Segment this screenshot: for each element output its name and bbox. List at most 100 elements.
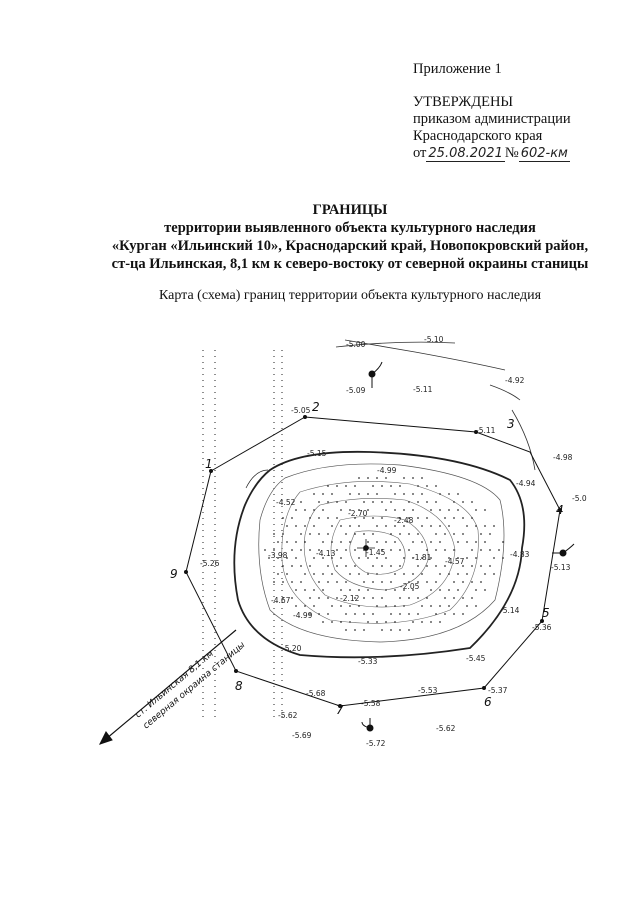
stipple-dot	[291, 565, 293, 567]
stipple-dot	[408, 581, 410, 583]
elevation-labels: -5.00 -5.10 -4.92 -5.09 -5.11 -5.05 -5.1…	[200, 335, 587, 748]
stipple-dot	[313, 589, 315, 591]
stipple-dot	[322, 557, 324, 559]
stipple-dot	[318, 613, 320, 615]
stipple-dot	[444, 533, 446, 535]
elev-label: -5.36	[532, 623, 552, 632]
stipple-dot	[421, 605, 423, 607]
stipple-dot	[421, 525, 423, 527]
stipple-dot	[304, 541, 306, 543]
stipple-dot	[295, 541, 297, 543]
appendix-label: Приложение 1	[413, 61, 502, 77]
stipple-dot	[439, 573, 441, 575]
stipple-dot	[435, 581, 437, 583]
stipple-dot	[403, 509, 405, 511]
stipple-dot	[336, 565, 338, 567]
stipple-dot	[331, 557, 333, 559]
elev-label: -5.72	[366, 739, 386, 748]
title-line-4: ст-ца Ильинская, 8,1 км к северо-востоку…	[111, 256, 589, 272]
stipple-dot	[309, 597, 311, 599]
elev-label: -4.94	[516, 479, 536, 488]
stipple-dot	[273, 533, 275, 535]
stipple-dot	[457, 509, 459, 511]
title-line-2: территории выявленного объекта культурно…	[164, 220, 536, 236]
stipple-dot	[327, 581, 329, 583]
stipple-dot	[358, 605, 360, 607]
stipple-dot	[444, 549, 446, 551]
stipple-dot	[295, 589, 297, 591]
stipple-dot	[345, 549, 347, 551]
stipple-dot	[318, 597, 320, 599]
stipple-dot	[399, 597, 401, 599]
stipple-dot	[403, 557, 405, 559]
stipple-dot	[466, 525, 468, 527]
stipple-dot	[313, 605, 315, 607]
stipple-dot	[345, 533, 347, 535]
stipple-dot	[295, 557, 297, 559]
stipple-dot	[286, 525, 288, 527]
stipple-dot	[403, 589, 405, 591]
stipple-dot	[457, 493, 459, 495]
stipple-dot	[390, 613, 392, 615]
stipple-dot	[502, 541, 504, 543]
stipple-dot	[390, 501, 392, 503]
stipple-dot	[430, 525, 432, 527]
stipple-dot	[327, 533, 329, 535]
stipple-dot	[385, 525, 387, 527]
stipple-dot	[381, 485, 383, 487]
elev-label: -5.62	[278, 711, 298, 720]
stipple-dot	[300, 549, 302, 551]
stipple-dot	[394, 509, 396, 511]
stipple-dot	[480, 533, 482, 535]
stipple-dot	[372, 485, 374, 487]
stipple-dot	[403, 477, 405, 479]
stipple-dot	[286, 573, 288, 575]
stipple-dot	[417, 565, 419, 567]
stipple-dot	[376, 541, 378, 543]
title-line-1: ГРАНИЦЫ	[312, 202, 388, 218]
stipple-dot	[489, 533, 491, 535]
elev-label: -4.98	[553, 453, 573, 462]
elev-label: -5.33	[358, 657, 378, 666]
stipple-dot	[471, 501, 473, 503]
stipple-dot	[471, 581, 473, 583]
stipple-dot	[358, 589, 360, 591]
stipple-dot	[394, 621, 396, 623]
stipple-dot	[426, 565, 428, 567]
stipple-dot	[439, 621, 441, 623]
stipple-dot	[502, 557, 504, 559]
stipple-dot	[403, 605, 405, 607]
stipple-dot	[282, 533, 284, 535]
stipple-dot	[304, 509, 306, 511]
stipple-dot	[412, 541, 414, 543]
stipple-dot	[439, 525, 441, 527]
stipple-dot	[372, 501, 374, 503]
stipple-dot	[408, 501, 410, 503]
stipple-dot	[475, 557, 477, 559]
stipple-dot	[439, 589, 441, 591]
stipple-dot	[417, 533, 419, 535]
mound-stipple	[264, 477, 504, 631]
stipple-dot	[480, 549, 482, 551]
boundary-point-labels: 1 2 3 4 5 6 7 8 9	[170, 400, 564, 717]
stipple-dot	[291, 549, 293, 551]
stipple-dot	[313, 557, 315, 559]
stipple-dot	[493, 573, 495, 575]
stipple-dot	[435, 501, 437, 503]
stipple-dot	[372, 517, 374, 519]
stipple-dot	[336, 517, 338, 519]
elev-label: -5.11	[413, 385, 433, 394]
stipple-dot	[376, 605, 378, 607]
stipple-dot	[462, 533, 464, 535]
stipple-dot	[291, 581, 293, 583]
stipple-dot	[372, 565, 374, 567]
elev-label: -5.69	[292, 731, 312, 740]
road-direction-arrow	[99, 629, 237, 745]
stipple-dot	[448, 509, 450, 511]
elev-label: -5.58	[361, 699, 381, 708]
stipple-dot	[399, 629, 401, 631]
stipple-dot	[291, 597, 293, 599]
stipple-dot	[363, 629, 365, 631]
stipple-dot	[331, 573, 333, 575]
